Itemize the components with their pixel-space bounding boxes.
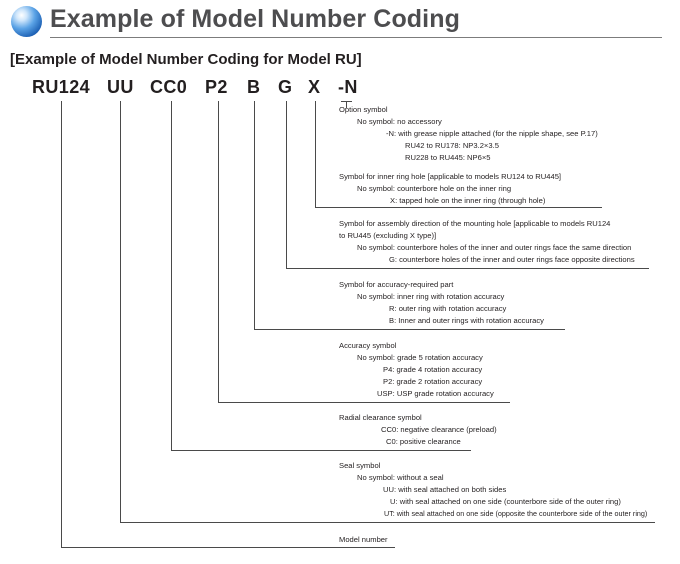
title-divider <box>50 37 662 38</box>
leader-part <box>254 101 255 329</box>
heading-ball-icon <box>11 6 42 37</box>
code-clearance: CC0 <box>150 77 188 97</box>
leader-part-h <box>254 329 565 330</box>
seal-line: UT: with seal attached on one side (oppo… <box>384 509 648 518</box>
accuracy-line: USP: USP grade rotation accuracy <box>377 389 494 398</box>
leader-accuracy <box>218 101 219 402</box>
accuracy-line: P4: grade 4 rotation accuracy <box>383 365 483 374</box>
code-accuracy: P2 <box>205 77 228 97</box>
leader-hole <box>315 101 316 207</box>
leader-option-tick <box>341 101 352 102</box>
seal-line: No symbol: without a seal <box>357 473 444 482</box>
assembly-title-cont: to RU445 (excluding X type)] <box>339 231 437 240</box>
assembly-line: G: counterbore holes of the inner and ou… <box>389 255 635 264</box>
seal-line: UU: with seal attached on both sides <box>383 485 507 494</box>
seal-title: Seal symbol <box>339 461 381 470</box>
option-line: No symbol: no accessory <box>357 117 442 126</box>
code-option: -N <box>338 77 358 97</box>
leader-accuracy-h <box>218 402 510 403</box>
leader-direction <box>286 101 287 268</box>
option-line: RU228 to RU445: NP6×5 <box>405 153 491 162</box>
leader-option <box>346 101 347 108</box>
code-part: B <box>247 77 261 97</box>
assembly-title: Symbol for assembly direction of the mou… <box>339 219 611 228</box>
option-line: RU42 to RU178: NP3.2×3.5 <box>405 141 499 150</box>
leader-model-h <box>61 547 395 548</box>
code-seal: UU <box>107 77 134 97</box>
leader-clearance-h <box>171 450 471 451</box>
code-direction: G <box>278 77 293 97</box>
clearance-line: CC0: negative clearance (preload) <box>381 425 497 434</box>
leader-clearance <box>171 101 172 450</box>
part-title: Symbol for accuracy-required part <box>339 280 454 289</box>
accuracy-line: No symbol: grade 5 rotation accuracy <box>357 353 483 362</box>
assembly-line: No symbol: counterbore holes of the inne… <box>357 243 632 252</box>
leader-seal <box>120 101 121 522</box>
code-hole: X <box>308 77 321 97</box>
code-model: RU124 <box>32 77 91 97</box>
seal-line: U: with seal attached on one side (count… <box>390 497 621 506</box>
part-line: R: outer ring with rotation accuracy <box>389 304 507 313</box>
accuracy-title: Accuracy symbol <box>339 341 397 350</box>
section-subtitle: [Example of Model Number Coding for Mode… <box>10 51 362 68</box>
part-line: No symbol: inner ring with rotation accu… <box>357 292 505 301</box>
option-line: -N: with grease nipple attached (for the… <box>386 129 598 138</box>
clearance-line: C0: positive clearance <box>386 437 461 446</box>
option-title: Option symbol <box>339 105 388 114</box>
clearance-title: Radial clearance symbol <box>339 413 422 422</box>
leader-seal-h <box>120 522 655 523</box>
part-line: B: Inner and outer rings with rotation a… <box>389 316 544 325</box>
leader-hole-h <box>315 207 602 208</box>
accuracy-line: P2: grade 2 rotation accuracy <box>383 377 483 386</box>
inner-hole-title: Symbol for inner ring hole [applicable t… <box>339 172 562 181</box>
page-title: Example of Model Number Coding <box>50 5 460 33</box>
inner-hole-line: X: tapped hole on the inner ring (throug… <box>390 196 546 205</box>
model-number-title: Model number <box>339 535 388 544</box>
leader-model <box>61 101 62 547</box>
leader-direction-h <box>286 268 649 269</box>
inner-hole-line: No symbol: counterbore hole on the inner… <box>357 184 512 193</box>
